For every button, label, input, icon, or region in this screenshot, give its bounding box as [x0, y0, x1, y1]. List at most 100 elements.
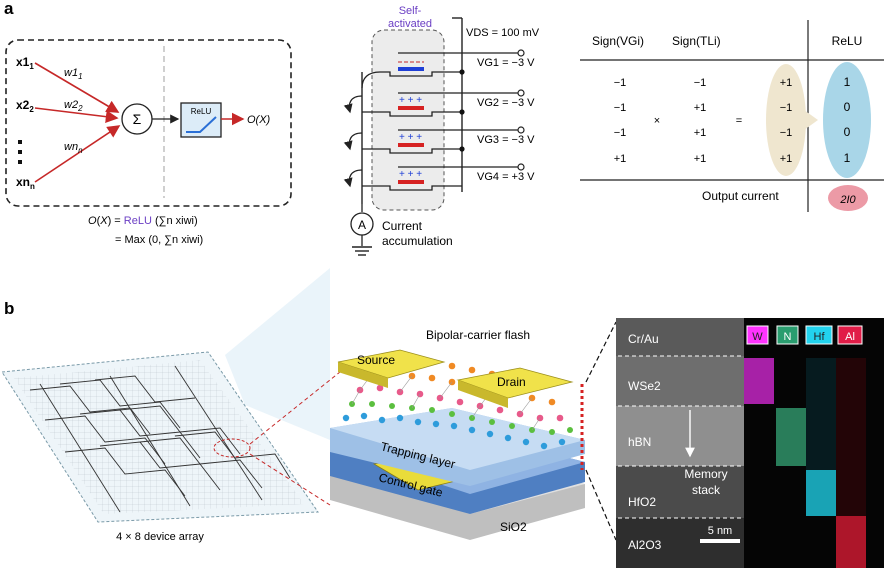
legend-w-label: W: [752, 331, 763, 343]
legend-hf-label: Hf: [814, 331, 826, 343]
zoom-line: [249, 453, 331, 506]
ellipsis-dot: [18, 140, 22, 144]
source-label: Source: [357, 353, 395, 367]
weight-arrow-n: [34, 125, 121, 183]
svg-text:0: 0: [844, 125, 851, 139]
array-caption: 4 × 8 device array: [116, 531, 204, 543]
current-arrow-icon: [343, 95, 363, 114]
table-row: +1 +1 +1 1: [614, 151, 851, 165]
drain-contact: [456, 367, 574, 399]
relu-curve-icon: [186, 116, 217, 133]
ellipsis-dot: [18, 160, 22, 164]
eds-maps: W N Hf Al: [744, 318, 884, 568]
svg-text:0: 0: [844, 100, 851, 114]
input-x2: x22: [16, 98, 34, 114]
svg-text:+ + +: + + +: [399, 132, 422, 143]
table-row: −1 +1 −1 0: [614, 100, 851, 114]
svg-text:+ + +: + + +: [399, 169, 422, 180]
wse2-lattice: [342, 354, 573, 450]
ellipsis-dot: [18, 150, 22, 154]
transistor-3: + + +: [362, 126, 525, 154]
tem-link-line: [585, 321, 617, 383]
svg-text:−1: −1: [614, 102, 627, 114]
current-arrow-icon: [343, 169, 363, 188]
self-activated-line-2: activated: [388, 18, 432, 30]
transistor-4: + + +: [362, 163, 525, 191]
device-title: Bipolar-carrier flash: [426, 328, 530, 342]
memory-stack-line-1: Memory: [684, 467, 727, 481]
tem-layer-cr-au: Cr/Au: [628, 332, 659, 346]
panel-a-label: a: [4, 0, 14, 18]
relu-box-label: ReLU: [191, 107, 212, 116]
flash-circuit: Self- activated VDS = 100 mV + + +: [343, 5, 540, 256]
device-array: 4 × 8 device array: [1, 351, 341, 543]
zoom-line: [249, 371, 341, 445]
equation-line-1: O(X) = ReLU (∑n xiwi): [88, 215, 198, 227]
header-sign-vg: Sign(VGi): [592, 34, 644, 48]
weight-wn: wnn: [64, 141, 83, 155]
output-current-value: 2I0: [839, 194, 856, 206]
equation-line-2: = Max (0, ∑n xiwi): [115, 234, 203, 246]
legend-n: [776, 325, 799, 345]
tem-layer-wse2: WSe2: [628, 379, 661, 393]
gate-label-2: VG2 = −3 V: [477, 97, 535, 109]
table-row: −1 +1 −1 0: [614, 125, 851, 139]
flash-device-3d: Bipolar-carrier flash SiO2 Control gate …: [330, 321, 617, 541]
w-map: [744, 358, 774, 404]
gate-label-4: VG4 = +3 V: [477, 171, 535, 183]
svg-text:+1: +1: [694, 127, 707, 139]
svg-text:−1: −1: [694, 77, 707, 89]
header-sign-tl: Sign(TLi): [672, 34, 721, 48]
zoom-circle: [213, 438, 251, 458]
svg-text:+ + +: + + +: [399, 95, 422, 106]
svg-text:−1: −1: [614, 77, 627, 89]
output-current-label: Output current: [702, 189, 779, 203]
light-beam: [225, 268, 330, 440]
weight-w1: w11: [64, 67, 83, 81]
product-oval: [766, 64, 806, 176]
legend-al: [837, 325, 863, 345]
relu-truth-table: Sign(VGi) Sign(TLi) ReLU −1 −1 +1 1 −1 +…: [580, 20, 884, 212]
current-label-1: Current: [382, 219, 423, 233]
svg-text:−1: −1: [780, 127, 793, 139]
tem-link-line: [585, 469, 617, 541]
array-traces: [29, 365, 291, 513]
scale-bar: [700, 539, 740, 543]
relu-oval: [823, 62, 871, 178]
input-xn: xnn: [16, 175, 35, 191]
legend-al-label: Al: [845, 331, 855, 343]
legend-n-label: N: [784, 331, 792, 343]
sio2-label: SiO2: [500, 520, 527, 534]
times-operator: ×: [654, 115, 660, 127]
legend-w: [746, 325, 769, 345]
sum-symbol: Σ: [133, 111, 142, 127]
drain-label: Drain: [497, 375, 526, 389]
transistor-1: [361, 49, 525, 89]
self-activated-line-1: Self-: [399, 5, 422, 17]
tem-layer-hbn: hBN: [628, 435, 651, 449]
ammeter-label: A: [358, 218, 366, 232]
neuron-frame: [5, 39, 292, 207]
tem-image: Cr/Au WSe2 hBN HfO2 Al2O3 Memory stack 5…: [616, 318, 744, 568]
header-relu: ReLU: [832, 34, 863, 48]
svg-text:−1: −1: [614, 127, 627, 139]
table-row: −1 −1 +1 1: [614, 75, 851, 89]
scale-bar-label: 5 nm: [708, 525, 732, 537]
svg-text:−1: −1: [780, 102, 793, 114]
panel-b-label: b: [4, 299, 14, 318]
transistor-2: + + +: [362, 89, 525, 117]
tem-layer-al2o3: Al2O3: [628, 538, 662, 552]
equals-operator: =: [736, 115, 742, 127]
svg-text:+1: +1: [780, 153, 793, 165]
source-contact: [337, 349, 446, 379]
weight-w2: w22: [64, 99, 83, 113]
current-arrow-icon: [343, 132, 363, 151]
svg-text:1: 1: [844, 75, 851, 89]
weight-arrow-2: [34, 107, 119, 123]
vds-label: VDS = 100 mV: [466, 27, 540, 39]
gate-label-1: VG1 = −3 V: [477, 57, 535, 69]
neuron-output: O(X): [247, 114, 271, 126]
memory-stack-line-2: stack: [692, 483, 721, 497]
svg-text:+1: +1: [694, 102, 707, 114]
